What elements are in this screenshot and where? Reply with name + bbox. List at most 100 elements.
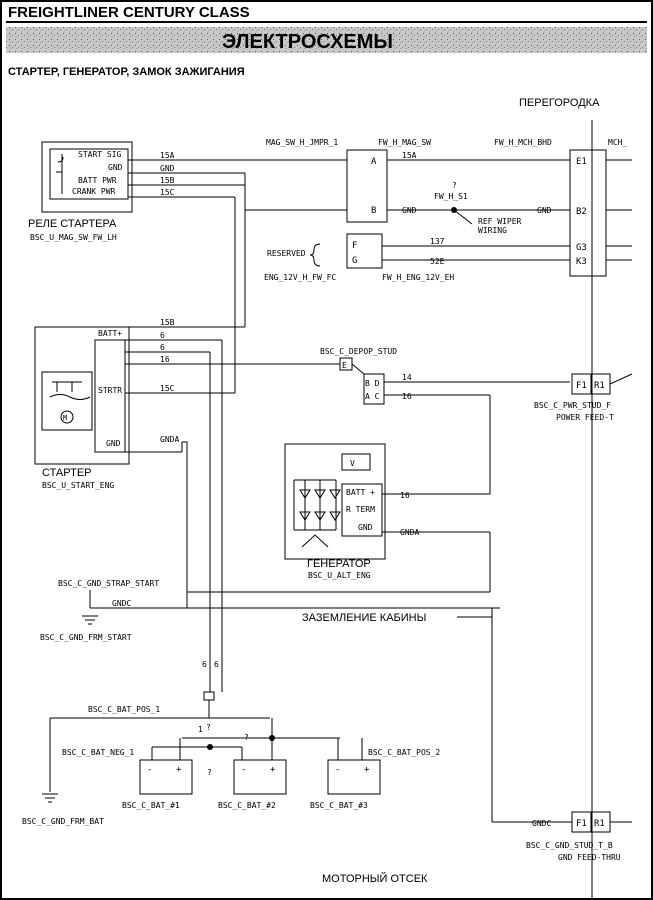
depop-stud: BSC_C_DEPOP_STUD E B D A C bbox=[320, 347, 397, 405]
svg-text:ENG_12V_H_FW_FC: ENG_12V_H_FW_FC bbox=[264, 273, 336, 282]
jumper-right-label: FW_H_MAG_SW bbox=[378, 138, 431, 147]
svg-text:14: 14 bbox=[402, 373, 412, 382]
fg-connector: F G RESERVED 137 52E ENG_12V_H_FW_FC FW_… bbox=[264, 233, 570, 282]
bulkhead-connector: FW_H_MCH_BHD MCH_ E1 B2 G3 K3 bbox=[494, 138, 632, 277]
svg-text:16: 16 bbox=[402, 392, 412, 401]
wire-label: 15C bbox=[160, 188, 175, 197]
svg-text:BSC_C_BAT_#3: BSC_C_BAT_#3 bbox=[310, 801, 368, 810]
svg-text:GND FEED-THRU: GND FEED-THRU bbox=[558, 853, 621, 862]
cab-ground-label: ЗАЗЕМЛЕНИЕ КАБИНЫ bbox=[302, 612, 426, 624]
wire-label: GND bbox=[402, 206, 417, 215]
relay-pin-label: CRANK PWR bbox=[72, 187, 116, 196]
svg-text:6: 6 bbox=[160, 331, 165, 340]
svg-text:E: E bbox=[342, 361, 347, 370]
relay-code: BSC_U_MAG_SW_FW_LH bbox=[30, 233, 117, 242]
svg-text:GNDC: GNDC bbox=[112, 599, 131, 608]
svg-text:6: 6 bbox=[160, 343, 165, 352]
battery-bank: 6 6 BSC_C_BAT_POS_1 BSC_C_GND_FRM_BAT 1 … bbox=[22, 660, 440, 826]
svg-text:GNDA: GNDA bbox=[400, 528, 419, 537]
svg-text:B D: B D bbox=[365, 379, 380, 388]
svg-text:?: ? bbox=[452, 181, 457, 190]
svg-text:FW_H_S1: FW_H_S1 bbox=[434, 192, 468, 201]
relay-pin-label: START SIG bbox=[78, 150, 122, 159]
svg-text:K3: K3 bbox=[576, 257, 587, 267]
jumper-left-label: MAG_SW_H_JMPR_1 bbox=[266, 138, 338, 147]
svg-text:STRTR: STRTR bbox=[98, 386, 122, 395]
svg-text:FW_H_ENG_12V_EH: FW_H_ENG_12V_EH bbox=[382, 273, 454, 282]
svg-text:15C: 15C bbox=[160, 384, 175, 393]
svg-text:FW_H_MCH_BHD: FW_H_MCH_BHD bbox=[494, 138, 552, 147]
svg-text:V: V bbox=[350, 459, 355, 468]
svg-text:MCH_: MCH_ bbox=[608, 138, 627, 147]
svg-text:BSC_C_BAT_POS_2: BSC_C_BAT_POS_2 bbox=[368, 748, 440, 757]
svg-text:+: + bbox=[176, 765, 182, 775]
svg-text:F1: F1 bbox=[576, 819, 587, 829]
svg-text:BATT +: BATT + bbox=[346, 488, 375, 497]
banner-title: ЭЛЕКТРОСХЕМЫ bbox=[222, 31, 393, 53]
svg-text:-: - bbox=[335, 765, 340, 775]
svg-text:BSC_C_BAT_NEG_1: BSC_C_BAT_NEG_1 bbox=[62, 748, 134, 757]
svg-text:M: M bbox=[63, 414, 67, 422]
svg-text:16: 16 bbox=[400, 491, 410, 500]
splice-fw-h-s1: ? FW_H_S1 REF WIPER WIRING GND bbox=[434, 181, 552, 235]
svg-text:G: G bbox=[352, 256, 357, 266]
engine-bay-label: МОТОРНЫЙ ОТСЕК bbox=[322, 872, 428, 885]
starter-motor: BATT+ STRTR GND M СТАРТЕР BSC_U_START_EN… bbox=[34, 326, 130, 490]
svg-text:-: - bbox=[147, 765, 152, 775]
svg-text:?: ? bbox=[206, 723, 211, 732]
svg-text:?: ? bbox=[207, 768, 212, 777]
svg-text:GNDC: GNDC bbox=[532, 819, 551, 828]
svg-text:BSC_C_GND_FRM_START: BSC_C_GND_FRM_START bbox=[40, 633, 132, 642]
wire-label: 15A bbox=[160, 151, 175, 160]
wire-label: 52E bbox=[430, 257, 445, 266]
svg-text:?: ? bbox=[244, 733, 249, 742]
svg-text:GND: GND bbox=[106, 439, 121, 448]
svg-text:RESERVED: RESERVED bbox=[267, 249, 306, 258]
relay-title: РЕЛЕ СТАРТЕРА bbox=[28, 218, 117, 230]
power-stud: F1 R1 BSC_C_PWR_STUD_F POWER FEED-T bbox=[534, 373, 633, 422]
svg-text:GND: GND bbox=[358, 523, 373, 532]
svg-text:BSC_C_DEPOP_STUD: BSC_C_DEPOP_STUD bbox=[320, 347, 397, 356]
wire-label: 137 bbox=[430, 237, 445, 246]
ground-stud: GNDC F1 R1 BSC_C_GND_STUD_T_B GND FEED-T… bbox=[492, 811, 632, 862]
starter-title: СТАРТЕР bbox=[42, 467, 92, 479]
svg-text:REF WIPER: REF WIPER bbox=[478, 217, 522, 226]
svg-text:R1: R1 bbox=[594, 381, 605, 391]
svg-text:POWER FEED-T: POWER FEED-T bbox=[556, 413, 614, 422]
generator-code: BSC_U_ALT_ENG bbox=[308, 571, 371, 580]
svg-text:BSC_C_GND_STRAP_START: BSC_C_GND_STRAP_START bbox=[58, 579, 159, 588]
relay-pin-label: GND bbox=[108, 163, 123, 172]
svg-text:6: 6 bbox=[214, 660, 219, 669]
wire-label: 15B bbox=[160, 176, 175, 185]
banner-background bbox=[6, 27, 647, 53]
svg-text:R TERM: R TERM bbox=[346, 505, 375, 514]
bulkhead-label: ПЕРЕГОРОДКА bbox=[519, 97, 600, 109]
svg-text:+: + bbox=[364, 765, 370, 775]
generator-title: ГЕНЕРАТОР bbox=[307, 558, 371, 570]
svg-text:+: + bbox=[270, 765, 276, 775]
svg-text:BSC_C_BAT_POS_1: BSC_C_BAT_POS_1 bbox=[88, 705, 160, 714]
wire-label: GND bbox=[160, 164, 175, 173]
svg-text:1: 1 bbox=[198, 725, 203, 734]
brand-title: FREIGHTLINER CENTURY CLASS bbox=[8, 4, 250, 21]
svg-text:BSC_C_GND_STUD_T_B: BSC_C_GND_STUD_T_B bbox=[526, 841, 613, 850]
jumper-pin: B bbox=[371, 206, 376, 216]
relay-pin-label: BATT PWR bbox=[78, 176, 117, 185]
svg-text:E1: E1 bbox=[576, 157, 587, 167]
svg-text:A C: A C bbox=[365, 392, 380, 401]
mag-switch-jumper: MAG_SW_H_JMPR_1 FW_H_MAG_SW A B bbox=[266, 138, 431, 223]
svg-text:BSC_C_GND_FRM_BAT: BSC_C_GND_FRM_BAT bbox=[22, 817, 104, 826]
svg-text:16: 16 bbox=[160, 355, 170, 364]
wire-label: 15A bbox=[402, 151, 417, 160]
svg-text:BSC_C_BAT_#2: BSC_C_BAT_#2 bbox=[218, 801, 276, 810]
svg-text:6: 6 bbox=[202, 660, 207, 669]
generator: V BATT + R TERM GND ГЕНЕРАТОР BSC_U_ALT_… bbox=[284, 443, 386, 580]
svg-text:BATT+: BATT+ bbox=[98, 329, 122, 338]
svg-text:BSC_C_BAT_#1: BSC_C_BAT_#1 bbox=[122, 801, 180, 810]
svg-text:GND: GND bbox=[537, 206, 552, 215]
starter-relay: START SIG GND BATT PWR CRANK PWR РЕЛЕ СТ… bbox=[28, 141, 133, 242]
svg-text:R1: R1 bbox=[594, 819, 605, 829]
svg-text:G3: G3 bbox=[576, 243, 587, 253]
